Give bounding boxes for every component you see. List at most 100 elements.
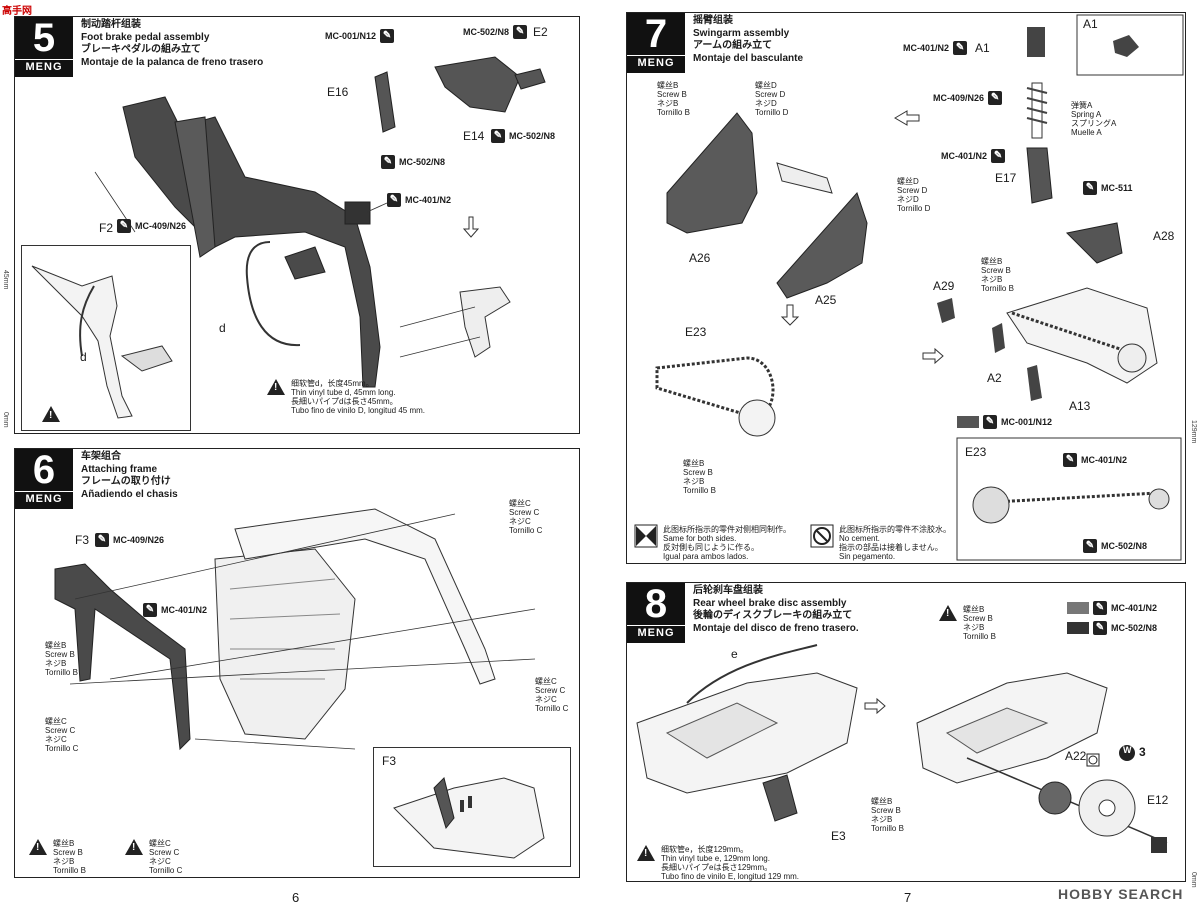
warning-icon <box>42 406 60 422</box>
step7-part-A1: A1 <box>975 41 990 55</box>
step8-number: 8 <box>644 582 668 626</box>
step8-brand: MENG <box>627 625 685 639</box>
step8-badge: 8 MENG <box>627 583 685 643</box>
step5-paint-mc401: ✎ MC-401/N2 <box>387 193 451 207</box>
warning-icon <box>939 605 957 621</box>
paint-code: MC-401/N2 <box>161 605 208 615</box>
step5-panel: 5 MENG 制动踏杆组装 Foot brake pedal assembly … <box>14 16 580 434</box>
note-es: Tubo fino de vinilo D, longitud 45 mm. <box>291 406 425 415</box>
warning-icon <box>267 379 285 395</box>
step5-part-E2: E2 <box>533 25 548 39</box>
step8-part-e: e <box>731 647 738 661</box>
step5-part-E16: E16 <box>327 85 349 99</box>
note-en: Thin vinyl tube d, 45mm long. <box>291 388 396 397</box>
step7-title-ja: アームの組み立て <box>693 40 773 51</box>
step5-title-en: Foot brake pedal assembly <box>81 31 210 43</box>
step8-part-A22: A22 <box>1065 749 1087 763</box>
step8-w-label: W <box>1123 745 1132 755</box>
ruler-129mm: 129mm <box>1190 420 1197 444</box>
step6-inset-F3: F3 <box>382 754 397 768</box>
brush-icon: ✎ <box>387 193 401 207</box>
step7-paint-mc401-a1: MC-401/N2✎ <box>903 41 971 55</box>
step8-note: 细软管e，长度129mm。 Thin vinyl tube e, 129mm l… <box>637 845 799 881</box>
step6-title-ja: フレームの取り付け <box>81 476 171 487</box>
step7-part-A1-inset: A1 <box>1083 17 1098 31</box>
step7-panel: 7 MENG 摇臂组装 Swingarm assembly アームの組み立て M… <box>626 12 1186 564</box>
step5-inset: d <box>21 245 191 431</box>
step7-part-E23: E23 <box>685 325 707 339</box>
brush-icon: ✎ <box>117 219 131 233</box>
step5-badge: 5 MENG <box>15 17 73 77</box>
page-number-right: 7 <box>904 890 912 905</box>
step7-paint-mc511: ✎MC-511 <box>1083 181 1133 195</box>
brush-icon: ✎ <box>143 603 157 617</box>
note-ja: 長細いパイプdは長さ45mm。 <box>291 397 398 406</box>
step7-brand: MENG <box>627 55 685 69</box>
warning-icon <box>29 839 47 855</box>
step8-part-E3: E3 <box>831 829 846 843</box>
step8-w-count: 3 <box>1139 745 1146 759</box>
step7-header: 7 MENG 摇臂组装 Swingarm assembly アームの組み立て M… <box>627 13 803 73</box>
brush-icon: ✎ <box>491 129 505 143</box>
step7-title-zh: 摇臂组装 <box>693 15 733 26</box>
step6-panel: 6 MENG 车架组合 Attaching frame フレームの取り付け Añ… <box>14 448 580 878</box>
brush-icon: ✎ <box>1083 539 1097 553</box>
color-swatch <box>957 416 979 428</box>
step7-legend-no-cement: 此图标所指示的零件不涂胶水。No cement.指示の部品は接着しません。Sin… <box>839 525 951 561</box>
step5-header: 5 MENG 制动踏杆组装 Foot brake pedal assembly … <box>15 17 263 77</box>
step8-title-ja: 後輪のディスクブレーキの組み立て <box>693 610 853 621</box>
paint-code: MC-502/N8 <box>1111 623 1158 633</box>
step7-part-E23-inset: E23 <box>965 445 987 459</box>
note-zh: 细软管e，长度129mm。 <box>661 845 749 854</box>
step8-titles: 后轮刹车盘组装 Rear wheel brake disc assembly 後… <box>693 585 859 643</box>
step6-badge: 6 MENG <box>15 449 73 509</box>
step5-part-F2: F2 <box>99 221 114 235</box>
step7-part-A28: A28 <box>1153 229 1175 243</box>
paint-code: MC-502/N8 <box>463 27 510 37</box>
paint-code: MC-401/N2 <box>941 151 988 161</box>
paint-code: MC-001/N12 <box>1001 417 1053 427</box>
step5-inset-part-d: d <box>80 350 87 364</box>
step7-part-A29: A29 <box>933 279 955 293</box>
brush-icon: ✎ <box>381 155 395 169</box>
step6-header: 6 MENG 车架组合 Attaching frame フレームの取り付け Añ… <box>15 449 178 509</box>
paint-code: MC-401/N2 <box>405 195 452 205</box>
site-watermark: 高手网 <box>2 6 32 17</box>
step6-title-zh: 车架组合 <box>81 451 121 462</box>
step6-title-es: Añadiendo el chasis <box>81 488 178 500</box>
color-swatch <box>1067 602 1089 614</box>
step5-title-es: Montaje de la palanca de freno trasero <box>81 56 264 68</box>
step7-badge: 7 MENG <box>627 13 685 73</box>
paint-code: MC-401/N2 <box>903 43 950 53</box>
step7-paint-mc409: MC-409/N26✎ <box>933 91 1006 105</box>
paint-code: MC-409/N26 <box>135 221 187 231</box>
step6-illustration <box>54 508 536 751</box>
step6-paint-mc409: ✎MC-409/N26 <box>95 533 164 547</box>
step8-illustration <box>636 644 1168 853</box>
step5-inset-drawing <box>31 265 173 419</box>
brush-icon: ✎ <box>988 91 1003 105</box>
hobby-search-watermark: HOBBY SEARCH <box>1058 886 1184 902</box>
step5-titles: 制动踏杆组装 Foot brake pedal assembly ブレーキペダル… <box>81 19 263 77</box>
brush-icon: ✎ <box>380 29 395 43</box>
step7-part-A26: A26 <box>689 251 711 265</box>
brush-icon: ✎ <box>1093 601 1107 615</box>
step5-part-E14: E14 <box>463 129 485 143</box>
warning-icon <box>125 839 143 855</box>
paint-code: MC-502/N8 <box>399 157 446 167</box>
step7-title-es: Montaje del basculante <box>693 52 804 64</box>
step6-paint-mc401: ✎ MC-401/N2 <box>143 603 207 617</box>
step8-title-zh: 后轮刹车盘组装 <box>693 585 763 596</box>
paint-code: MC-511 <box>1101 183 1133 193</box>
note-es: Tubo fino de vinilo E, longitud 129 mm. <box>661 872 800 881</box>
ruler-0mm-left: 0mm <box>2 412 9 428</box>
step5-number: 5 <box>32 16 56 60</box>
